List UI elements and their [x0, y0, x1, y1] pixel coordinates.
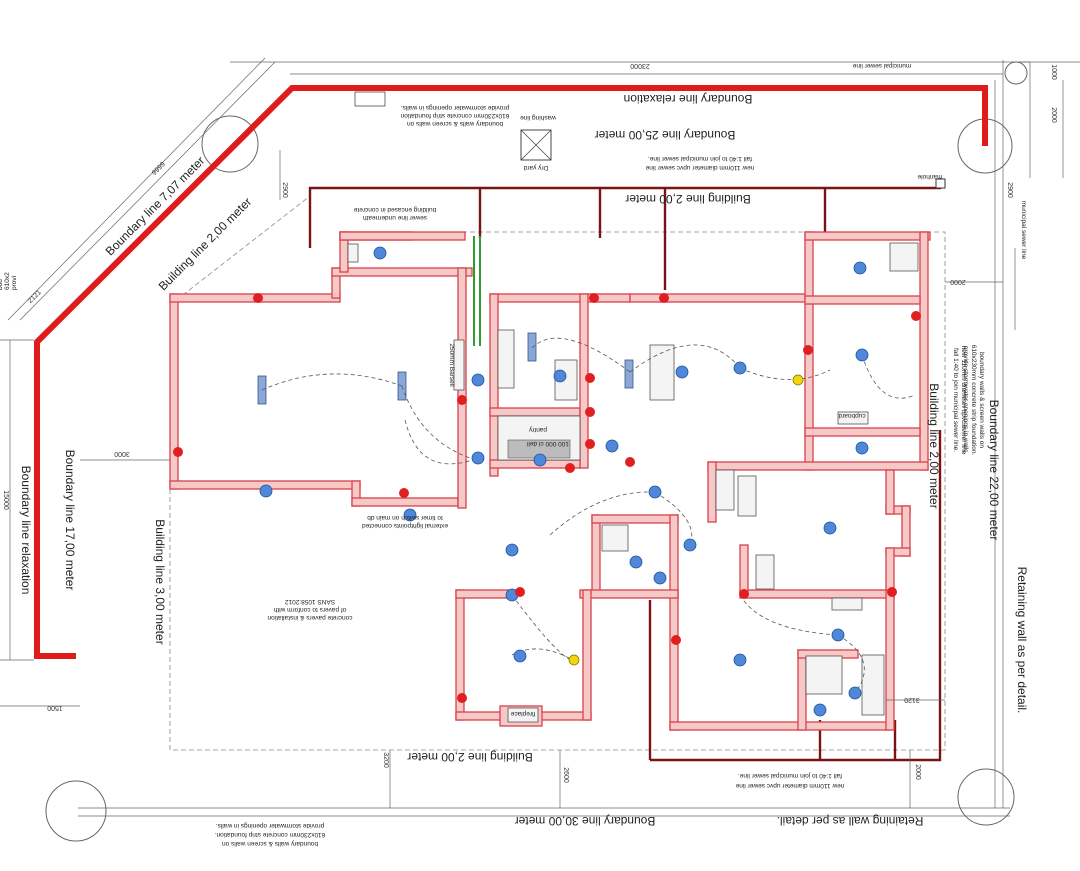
dim-2000: 2000: [1050, 107, 1057, 123]
manhole-box: [935, 178, 946, 189]
note-stormwater-top-c: provide stormwater openings in walls.: [401, 104, 510, 111]
green-pipe: [473, 236, 481, 346]
note-stormwater-top-b: 610x230mm concrete strip foundation: [400, 112, 509, 119]
note-stormwater-bottom-b: 610x230mm concrete strip foundation.: [215, 831, 326, 838]
note-sewer-top-a: new 110mm diameter upvc sewer line: [645, 164, 754, 171]
site-outline: [0, 57, 1080, 817]
fixtures: [347, 91, 919, 723]
label-boundary-25: Boundary line 25,00 meter: [595, 128, 736, 142]
note-external-a: external lightpoints connected: [362, 522, 448, 529]
label-boundary-relax-left: Boundary line relaxation: [19, 466, 33, 595]
note-pavers-b: of pavers to conform with: [273, 606, 346, 613]
label-building-bottom: Building line 2,00 meter: [407, 750, 532, 764]
note-stormwater-right-a: boundary walls & screen walls on: [978, 352, 985, 448]
note-pavers-a: concrete pavers & installation: [267, 614, 352, 621]
label-cupboard: cupboard: [838, 412, 865, 419]
dim-3200: 3200: [382, 752, 389, 768]
note-stormwater-bottom-c: provide stormwater openings in walls.: [216, 822, 325, 829]
label-municipal-sewer-top: municipal sewer line: [852, 62, 911, 69]
boundary-line: [34, 85, 988, 659]
label-pantry: pantry: [528, 426, 547, 433]
label-fireplace: fireplace: [510, 710, 535, 717]
label-washing-line: washing line: [520, 114, 557, 121]
dim-15000: 15000: [2, 490, 9, 510]
note-sewer-under-b: building encased in concrete: [353, 206, 436, 213]
note-external-b: to timer switch on main db: [367, 514, 443, 521]
label-kitchen-note: 100 000 cl dell: [526, 440, 568, 447]
note-sewer-under-a: sewer line underneath: [363, 214, 427, 221]
label-manhole: manhole: [917, 173, 942, 180]
label-cooker: 250mm Barsell: [448, 343, 455, 387]
label-boundary-22: Boundary line 22,00 meter: [987, 400, 1001, 541]
label-dry-yard: Dry yard: [523, 164, 548, 171]
dim-2900b: 2900: [1006, 182, 1013, 198]
note-stormwater-top-a: boundary walls & screen walls on: [407, 120, 503, 127]
switches: [568, 374, 804, 666]
label-retaining-right: Retaining wall as per detail.: [1015, 567, 1029, 714]
label-building-top: Building line 2,00 meter: [625, 192, 750, 206]
dim-1500: 1500: [47, 704, 63, 711]
dim-3000: 3000: [114, 450, 130, 457]
note-pavers-c: SANS 1058:2012: [285, 598, 336, 605]
dim-23000: 23000: [630, 62, 650, 69]
note-sewer-right-b: fall 1:40 to join municipal sewer line.: [952, 348, 959, 452]
note-edge-b: 610x2: [4, 272, 11, 290]
building-lines: [169, 195, 946, 751]
plug-sockets: [173, 293, 921, 703]
note-edge-c: provi: [11, 276, 18, 290]
dimension-lines: [9, 62, 1031, 808]
label-building-right: Building line 2,00 meter: [927, 383, 941, 508]
dim-2600: 2600: [562, 767, 569, 783]
note-stormwater-right-b: 610x230mm concrete strip foundation.: [970, 345, 977, 456]
label-building-3: Building line 3,00 meter: [153, 519, 167, 644]
dim-3120: 3120: [904, 696, 920, 703]
note-edge-a: bou: [0, 279, 4, 290]
label-boundary-17: Boundary line 17,00 meter: [63, 450, 77, 591]
note-sewer-right-a: new 110mm diameter upvc sewer line: [960, 346, 967, 455]
note-stormwater-bottom-a: boundary walls & screen walls on: [222, 840, 318, 847]
note-stormwater-right-c: provide stormwater openings in walls.: [962, 346, 969, 455]
light-points: [259, 246, 869, 717]
note-sewer-bottom-b: fall 1:40 to join municipal sewer line.: [738, 772, 842, 779]
note-sewer-top-b: fall 1:40 to join municipal sewer line.: [648, 155, 752, 162]
dim-2900: 2900: [281, 182, 288, 198]
dim-1000: 1000: [1050, 64, 1057, 80]
label-municipal-sewer-right: municipal sewer line: [1020, 201, 1027, 260]
label-boundary-30: Boundary line 30,00 meter: [515, 814, 656, 828]
label-boundary-relaxation-top: Boundary line relaxation: [624, 92, 753, 106]
note-sewer-bottom-a: new 110mm diameter upvc sewer line: [735, 782, 844, 789]
label-retaining-bottom: Retaining wall as per detail.: [777, 814, 924, 828]
dim-2000b: 2000: [914, 764, 921, 780]
dim-2000r: 2000: [950, 278, 966, 285]
